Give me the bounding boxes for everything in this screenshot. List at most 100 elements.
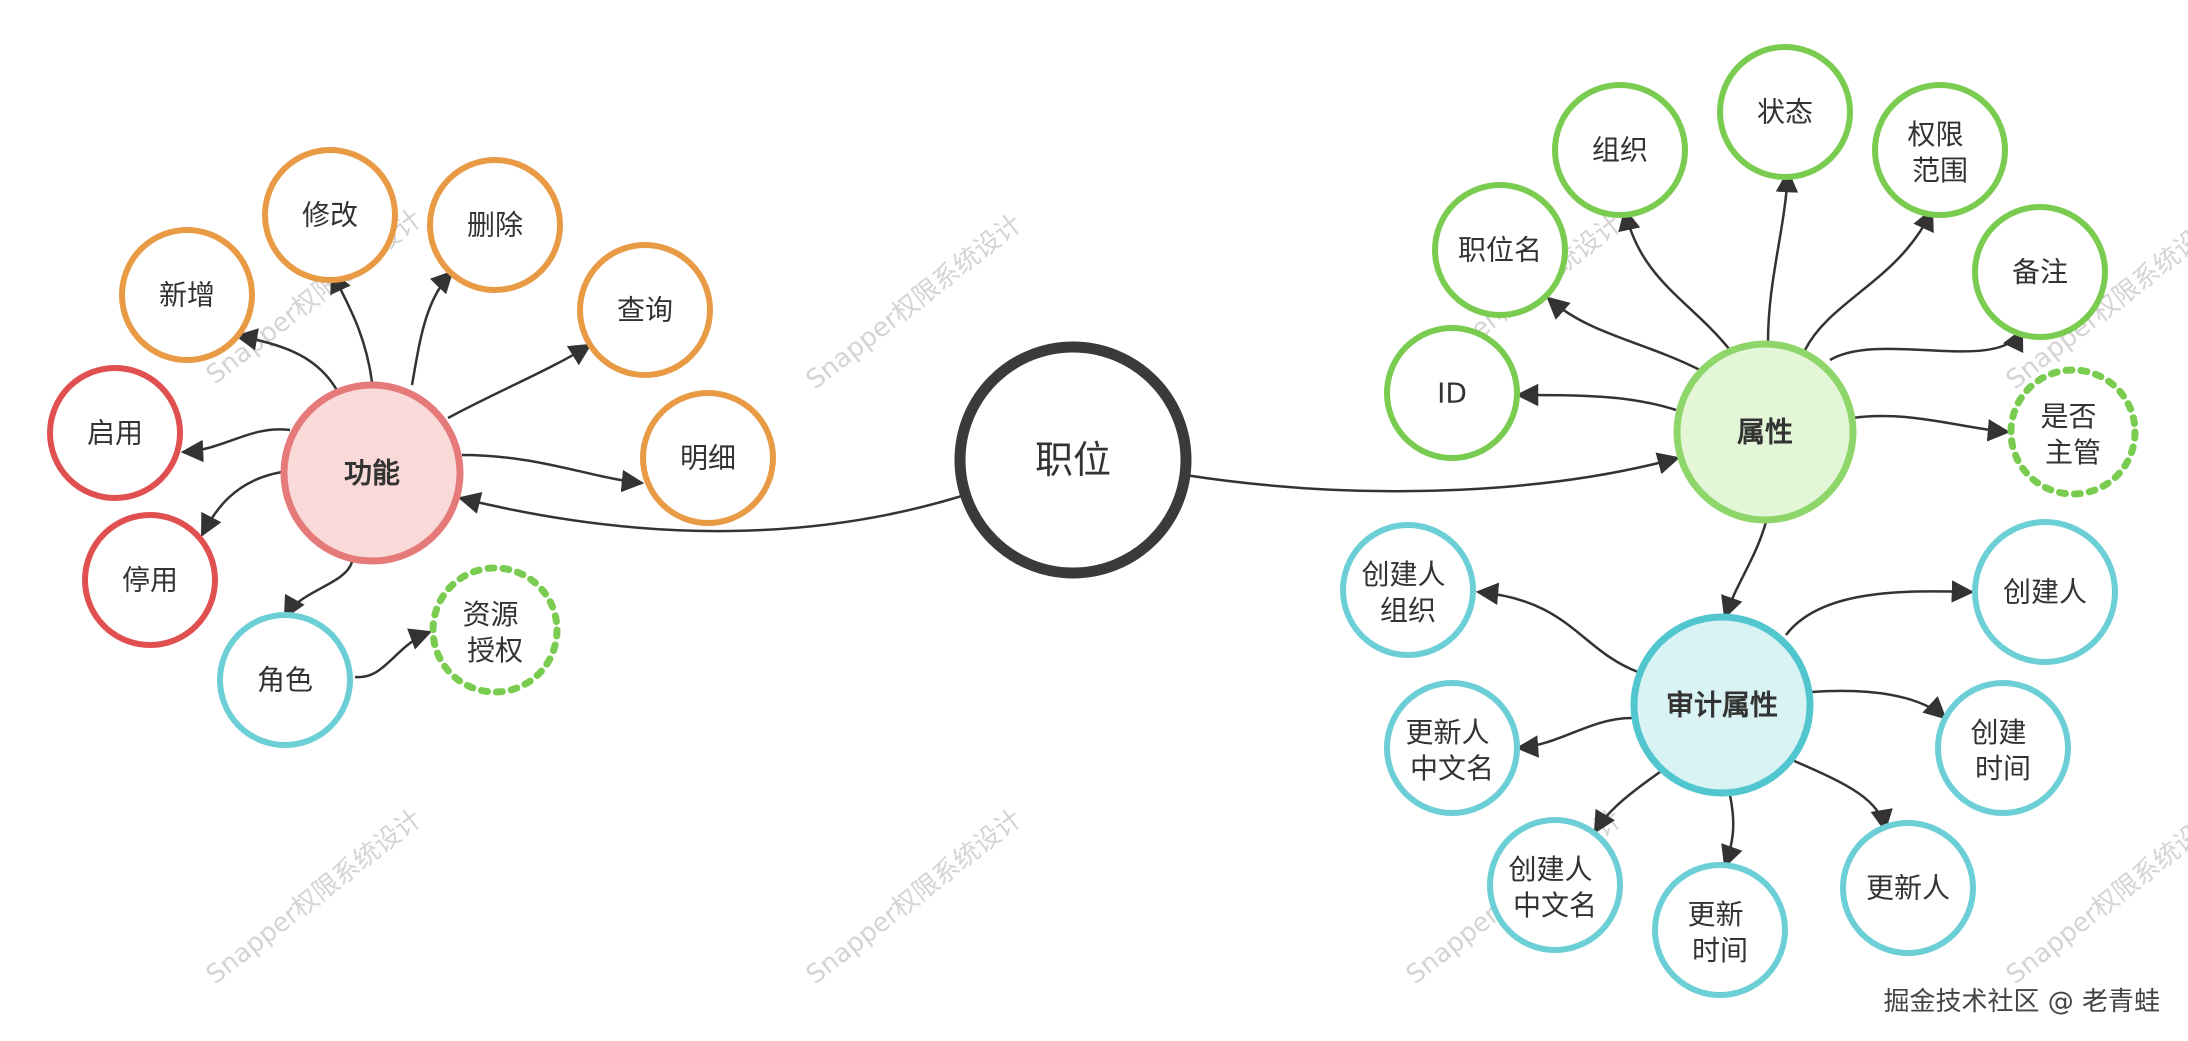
edge-audit-update-time xyxy=(1721,794,1743,869)
node-create-time[interactable]: 创建 时间 xyxy=(1935,680,2071,816)
edge-function-enable xyxy=(180,428,291,463)
creator-cn-label: 创建人 中文名 xyxy=(1509,853,1602,922)
edge-attr-scope xyxy=(1803,207,1934,351)
query-label: 查询 xyxy=(617,294,673,327)
edge-center-attribute xyxy=(1184,452,1681,493)
watermark: Snapper权限系统设计 xyxy=(2001,804,2188,991)
edge-audit-creator-cn xyxy=(1593,770,1661,834)
node-status[interactable]: 状态 xyxy=(1717,44,1853,180)
position-name-label: 职位名 xyxy=(1458,234,1542,267)
edit-label: 修改 xyxy=(302,199,358,232)
updater-label: 更新人 xyxy=(1866,872,1950,905)
center-label: 职位 xyxy=(1035,438,1111,482)
delete-label: 删除 xyxy=(467,209,523,242)
is-manager-line2: 主管 xyxy=(2045,436,2101,469)
edge-audit-creator-org xyxy=(1475,582,1639,674)
edge-function-disable xyxy=(200,470,283,537)
is-manager-label: 是否 主管 xyxy=(2041,400,2106,469)
creator-org-line1: 创建人 xyxy=(1362,558,1446,591)
resource-auth-line2: 授权 xyxy=(467,634,523,667)
attribute-label: 属性 xyxy=(1737,416,1793,449)
node-creator-cn[interactable]: 创建人 中文名 xyxy=(1487,817,1623,953)
edge-attr-id xyxy=(1515,383,1677,412)
enable-label: 启用 xyxy=(87,417,143,450)
node-delete[interactable]: 删除 xyxy=(427,157,563,293)
center-node[interactable]: 职位 xyxy=(954,341,1192,579)
edge-role-resource xyxy=(354,628,433,679)
updater-cn-line1: 更新人 xyxy=(1406,716,1490,749)
update-time-line2: 时间 xyxy=(1692,934,1748,967)
audit-label: 审计属性 xyxy=(1666,689,1778,722)
scope-label: 权限 范围 xyxy=(1908,118,1973,187)
resource-auth-line1: 资源 xyxy=(463,598,519,631)
node-updater-cn[interactable]: 更新人 中文名 xyxy=(1384,680,1520,816)
update-time-line1: 更新 xyxy=(1688,898,1744,931)
scope-line1: 权限 xyxy=(1908,118,1964,151)
node-add[interactable]: 新增 xyxy=(119,227,255,363)
node-role[interactable]: 角色 xyxy=(217,612,353,748)
creator-cn-line1: 创建人 xyxy=(1509,853,1593,886)
updater-cn-line2: 中文名 xyxy=(1410,752,1494,785)
status-label: 状态 xyxy=(1757,96,1813,129)
edge-attr-manager xyxy=(1851,414,2011,442)
watermark: Snapper权限系统设计 xyxy=(201,804,428,991)
creator-org-line2: 组织 xyxy=(1380,594,1436,627)
edge-attr-org xyxy=(1618,207,1731,351)
create-time-line1: 创建 xyxy=(1971,716,2027,749)
edge-function-query xyxy=(447,343,592,420)
function-label: 功能 xyxy=(344,457,400,490)
node-creator-org[interactable]: 创建人 组织 xyxy=(1340,522,1476,658)
add-label: 新增 xyxy=(159,279,215,312)
edge-function-delete xyxy=(410,270,454,386)
resource-auth-label: 资源 授权 xyxy=(463,598,528,667)
remark-label: 备注 xyxy=(2012,256,2068,289)
footer-credit: 掘金技术社区 @ 老青蛙 xyxy=(1883,987,2160,1017)
watermark: Snapper权限系统设计 xyxy=(801,804,1028,991)
creator-label: 创建人 xyxy=(2003,576,2087,609)
update-time-label: 更新 时间 xyxy=(1688,898,1753,967)
node-resource-auth[interactable]: 资源 授权 xyxy=(429,564,561,696)
node-org[interactable]: 组织 xyxy=(1552,82,1688,218)
edge-attr-remark xyxy=(1829,327,2024,362)
edges xyxy=(180,169,2024,869)
edge-function-detail xyxy=(461,453,645,493)
detail-label: 明细 xyxy=(680,442,736,475)
creator-cn-line2: 中文名 xyxy=(1513,889,1597,922)
node-detail[interactable]: 明细 xyxy=(640,390,776,526)
node-disable[interactable]: 停用 xyxy=(82,512,218,648)
org-label: 组织 xyxy=(1592,134,1648,167)
node-creator[interactable]: 创建人 xyxy=(1972,519,2118,665)
edge-attr-status xyxy=(1766,169,1799,343)
edge-audit-updater xyxy=(1791,758,1893,833)
function-node[interactable]: 功能 xyxy=(280,381,464,565)
edge-audit-create-time xyxy=(1811,689,1947,720)
watermark: Snapper权限系统设计 xyxy=(801,209,1028,396)
edge-center-function xyxy=(457,491,966,533)
id-label: ID xyxy=(1437,377,1467,410)
edge-audit-updater-cn xyxy=(1515,716,1633,758)
edge-audit-creator xyxy=(1785,580,1975,636)
scope-line2: 范围 xyxy=(1912,154,1968,187)
node-scope[interactable]: 权限 范围 xyxy=(1872,82,2008,218)
node-query[interactable]: 查询 xyxy=(577,242,713,378)
updater-cn-label: 更新人 中文名 xyxy=(1406,716,1499,785)
audit-node[interactable]: 审计属性 xyxy=(1630,613,1814,797)
edge-function-role xyxy=(283,561,354,619)
node-update-time[interactable]: 更新 时间 xyxy=(1652,862,1788,998)
node-is-manager[interactable]: 是否 主管 xyxy=(2007,366,2139,498)
create-time-line2: 时间 xyxy=(1975,752,2031,785)
attribute-node[interactable]: 属性 xyxy=(1673,340,1857,524)
disable-label: 停用 xyxy=(122,564,178,597)
edge-attr-audit xyxy=(1721,521,1768,620)
edge-attr-name xyxy=(1546,296,1701,372)
node-enable[interactable]: 启用 xyxy=(47,365,183,501)
node-position-name[interactable]: 职位名 xyxy=(1432,182,1568,318)
creator-org-label: 创建人 组织 xyxy=(1362,558,1455,627)
is-manager-line1: 是否 xyxy=(2041,400,2097,433)
role-label: 角色 xyxy=(257,664,313,697)
node-id[interactable]: ID xyxy=(1384,325,1520,461)
node-edit[interactable]: 修改 xyxy=(262,147,398,283)
node-remark[interactable]: 备注 xyxy=(1972,204,2108,340)
node-updater[interactable]: 更新人 xyxy=(1840,820,1976,956)
